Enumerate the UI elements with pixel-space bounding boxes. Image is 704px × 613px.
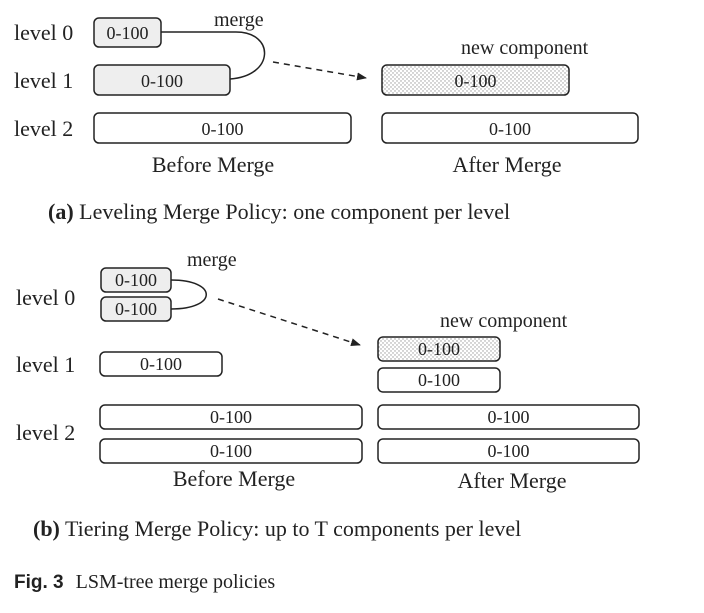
panel-b-before-level-2-component-1: 0-100	[99, 404, 363, 430]
panel-b-level-1-label: level 1	[16, 352, 75, 377]
panel-b-level-0-label: level 0	[16, 285, 75, 310]
panel-a-after-new-component: 0-100	[381, 64, 570, 96]
panel-b-after-level-2-component-2: 0-100	[377, 438, 640, 464]
component-range-label: 0-100	[489, 119, 531, 139]
component-range-label: 0-100	[141, 71, 183, 91]
component-range-label: 0-100	[115, 270, 157, 290]
panel-a-before-level-0-component: 0-100	[93, 17, 162, 48]
component-range-label: 0-100	[107, 23, 149, 43]
panel-b-caption: (b) Tiering Merge Policy: up to T compon…	[33, 516, 521, 541]
component-range-label: 0-100	[210, 407, 252, 427]
panel-a-level-0-label: level 0	[14, 20, 73, 45]
panel-b-before-merge-label: Before Merge	[173, 466, 295, 491]
panel-b-merge-arrow	[217, 298, 361, 347]
component-range-label: 0-100	[488, 441, 530, 461]
panel-a-after-level-2-component: 0-100	[381, 112, 639, 144]
component-range-label: 0-100	[488, 407, 530, 427]
component-range-label: 0-100	[202, 119, 244, 139]
panel-b-new-component-label: new component	[440, 310, 568, 332]
panel-a-level-1-label: level 1	[14, 68, 73, 93]
panel-b-after-level-2-component-1: 0-100	[377, 404, 640, 430]
panel-a-caption-prefix: (a)	[48, 199, 74, 224]
panel-b-before-level-0-component-1: 0-100	[100, 267, 172, 293]
figure-number: Fig. 3	[14, 572, 64, 593]
panel-a-new-component-label: new component	[461, 37, 589, 59]
panel-a-caption-text: Leveling Merge Policy: one component per…	[74, 199, 510, 224]
panel-a-merge-label: merge	[214, 9, 264, 31]
component-range-label: 0-100	[210, 441, 252, 461]
panel-b-after-merge-label: After Merge	[458, 468, 567, 493]
component-range-label: 0-100	[140, 354, 182, 374]
panel-b-before-level-1-component: 0-100	[99, 351, 223, 377]
panel-b-after-new-component: 0-100	[377, 336, 501, 362]
panel-a-before-merge-label: Before Merge	[152, 152, 274, 177]
panel-a-before-level-2-component: 0-100	[93, 112, 352, 144]
panel-b-after-level-1-component: 0-100	[377, 367, 501, 393]
panel-b-before-level-2-component-2: 0-100	[99, 438, 363, 464]
panel-a-merge-connector	[161, 31, 266, 80]
panel-b-caption-prefix: (b)	[33, 516, 60, 541]
component-range-label: 0-100	[115, 299, 157, 319]
panel-b-merge-label: merge	[187, 249, 237, 271]
figure-caption: Fig. 3 LSM-tree merge policies	[14, 571, 275, 594]
figure-caption-text: LSM-tree merge policies	[75, 571, 276, 593]
panel-b-tiering: level 0 level 1 level 2 0-100 0-100 merg…	[16, 249, 640, 541]
panel-b-caption-text: Tiering Merge Policy: up to T components…	[60, 516, 521, 541]
panel-b-level-2-label: level 2	[16, 420, 75, 445]
component-range-label: 0-100	[455, 71, 497, 91]
panel-a-after-merge-label: After Merge	[453, 152, 562, 177]
panel-b-before-level-0-component-2: 0-100	[100, 296, 172, 322]
panel-a-leveling: level 0 level 1 level 2 0-100 0-100 0-10…	[14, 9, 639, 224]
panel-a-caption: (a) Leveling Merge Policy: one component…	[48, 199, 510, 224]
panel-a-merge-arrow	[272, 61, 367, 81]
panel-b-merge-connector	[170, 279, 207, 310]
panel-a-before-level-1-component: 0-100	[93, 64, 231, 96]
component-range-label: 0-100	[418, 339, 460, 359]
panel-a-level-2-label: level 2	[14, 116, 73, 141]
component-range-label: 0-100	[418, 370, 460, 390]
